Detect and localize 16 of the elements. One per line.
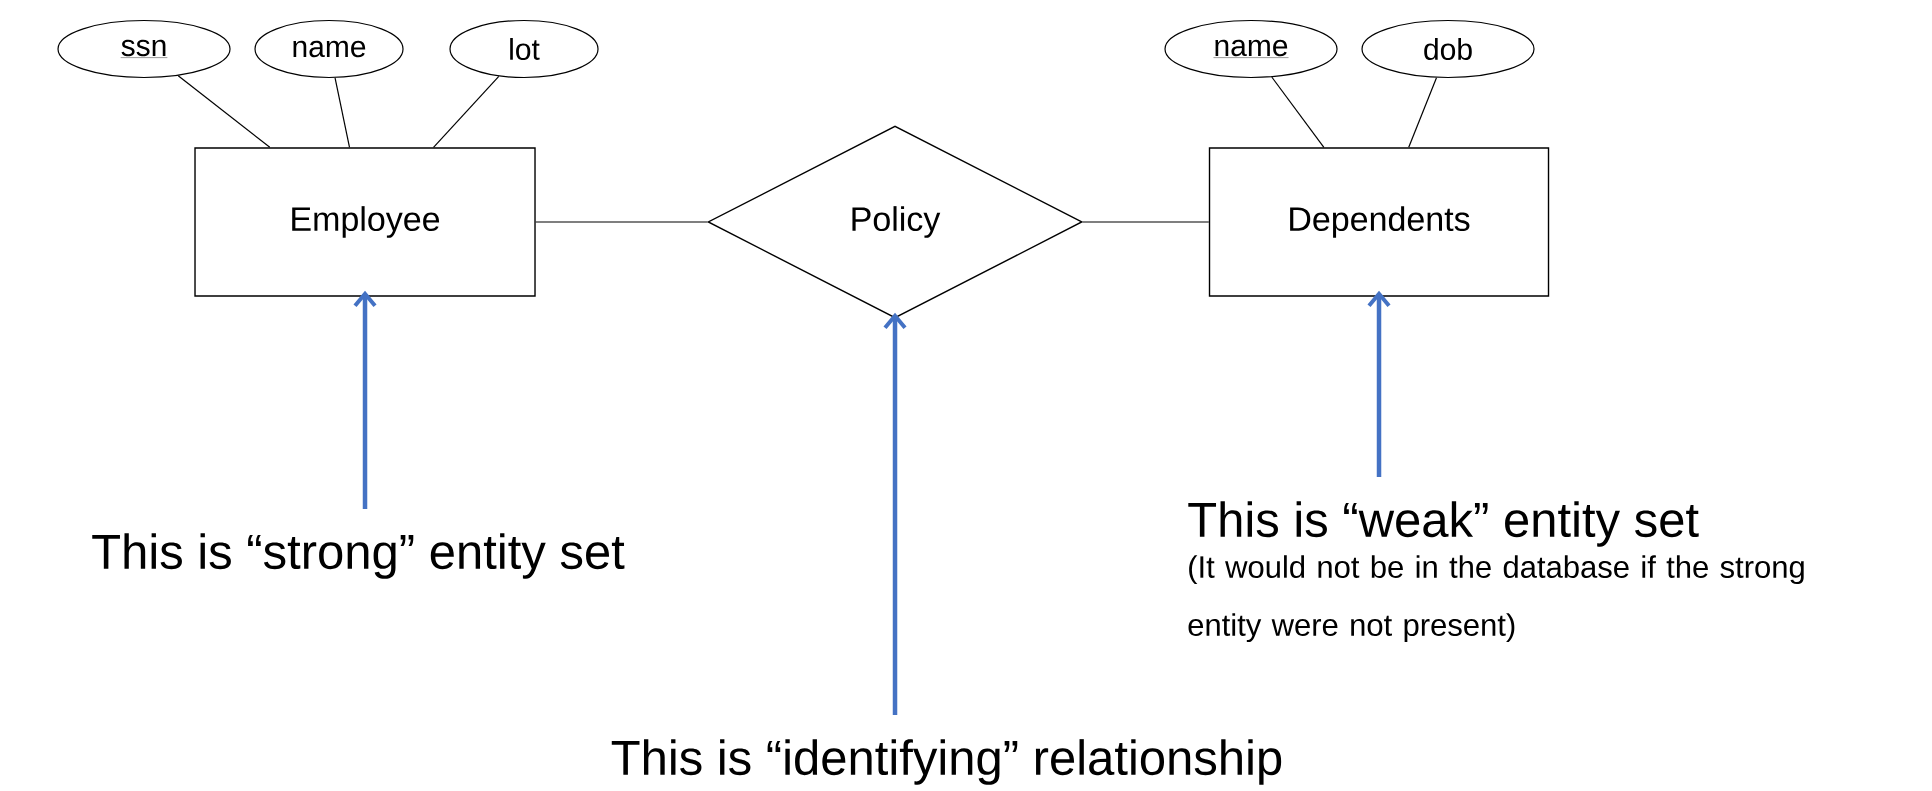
annotation-text: This is “strong” entity set <box>92 533 625 579</box>
connector-line <box>177 75 271 148</box>
connector-line <box>535 221 708 223</box>
arrow <box>353 290 377 509</box>
connector-line <box>1271 76 1325 148</box>
entity-box: Dependents <box>1208 147 1550 297</box>
connector-line <box>1082 221 1210 223</box>
connector-line <box>432 75 500 148</box>
entity-box: Employee <box>194 147 536 297</box>
annotation-text: This is “identifying” relationship <box>611 739 1282 785</box>
connector-line <box>1408 77 1438 148</box>
connector-line <box>334 77 351 148</box>
annotation-text: This is “weak” entity set <box>1188 501 1699 547</box>
arrow <box>1367 290 1391 477</box>
note-text: (It would not be in the database if the strong entity were not present) <box>1188 555 1804 643</box>
arrow <box>883 312 907 715</box>
